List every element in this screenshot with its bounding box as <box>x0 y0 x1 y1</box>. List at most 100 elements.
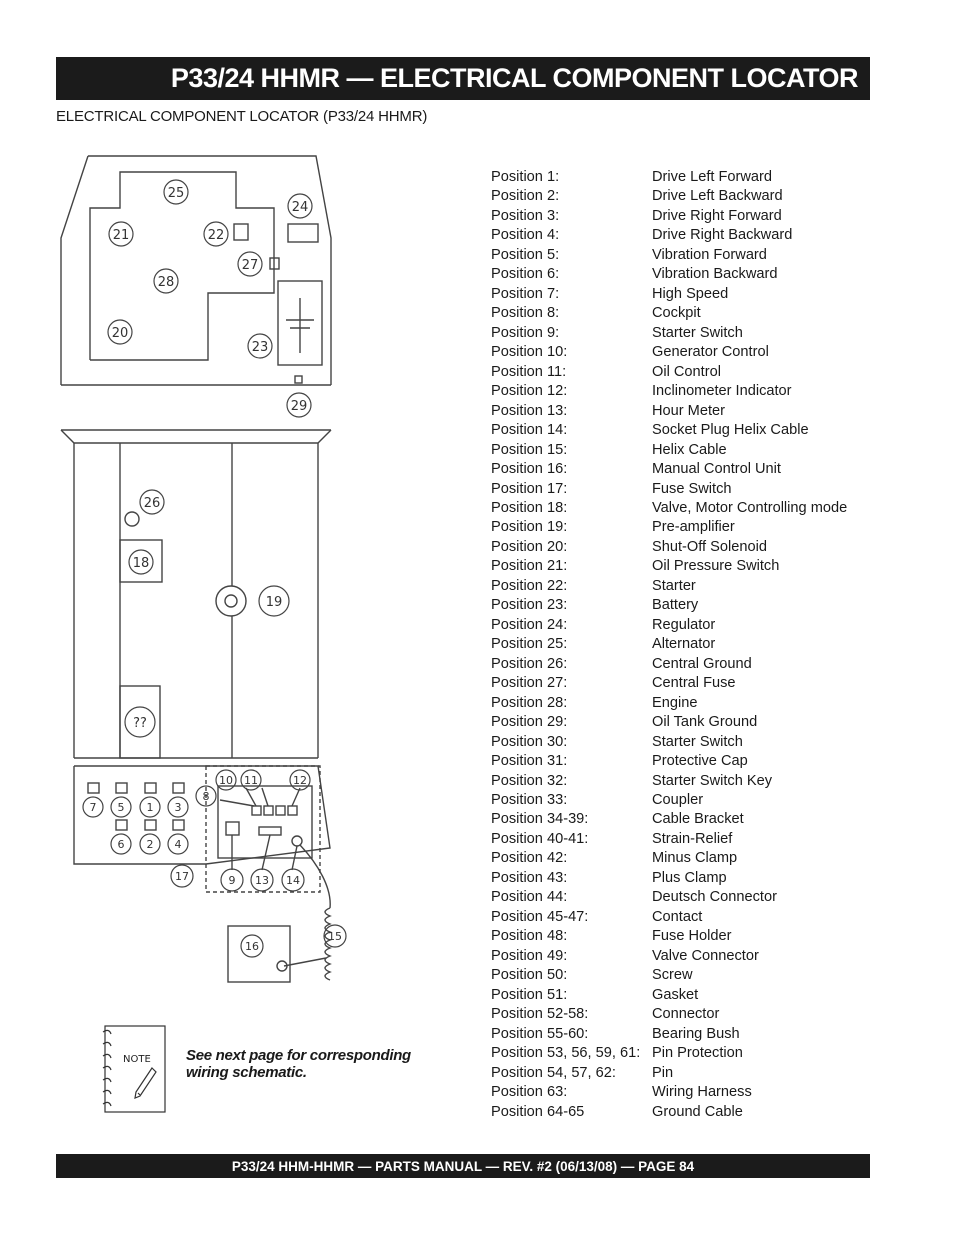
position-label: Position 31: <box>491 753 568 770</box>
label-29: 29 <box>286 392 312 418</box>
position-label: Position 6: <box>491 266 560 283</box>
label-19: 19 <box>258 585 290 617</box>
position-description: Vibration Forward <box>652 246 767 263</box>
label-17: 17 <box>170 864 194 888</box>
position-label: Position 54, 57, 62: <box>491 1064 616 1081</box>
position-label: Position 55-60: <box>491 1025 589 1042</box>
position-label: Position 25: <box>491 636 568 653</box>
position-row: Position 11:Oil Control <box>491 363 861 382</box>
label-15: 15 <box>323 924 347 948</box>
position-label: Position 15: <box>491 441 568 458</box>
svg-text:29: 29 <box>291 399 308 414</box>
label-23: 23 <box>247 333 273 359</box>
position-label: Position 40-41: <box>491 830 589 847</box>
position-description: Starter Switch Key <box>652 772 773 789</box>
position-description: Starter <box>652 577 696 594</box>
position-list: Position 1:Drive Left Forward Position 2… <box>491 168 861 1122</box>
label-26: 26 <box>139 489 165 515</box>
section-subtitle: ELECTRICAL COMPONENT LOCATOR (P33/24 HHM… <box>56 108 428 125</box>
label-28: 28 <box>153 268 179 294</box>
position-label: Position 50: <box>491 967 568 984</box>
position-description: Valve, Motor Controlling mode <box>652 499 848 516</box>
position-label: Position 29: <box>491 714 568 731</box>
position-description: Cockpit <box>652 305 701 322</box>
position-row: Position 26:Central Ground <box>491 655 861 674</box>
notebook-spiral <box>102 1029 112 1107</box>
position-row: Position 40-41: Strain-Relief <box>491 830 861 849</box>
position-description: Manual Control Unit <box>652 461 781 478</box>
svg-text:26: 26 <box>144 496 161 511</box>
position-row: Position 1:Drive Left Forward <box>491 168 861 187</box>
position-description: Valve Connector <box>652 947 759 964</box>
position-description: Pre-amplifier <box>652 519 735 536</box>
label-14: 14 <box>281 868 305 892</box>
position-row: Position 55-60:Bearing Bush <box>491 1025 861 1044</box>
svg-text:23: 23 <box>252 340 269 355</box>
position-label: Position 64-65 <box>491 1103 585 1120</box>
svg-text:3: 3 <box>175 801 182 814</box>
position-description: Strain-Relief <box>652 830 733 847</box>
position-description: Pin Protection <box>652 1045 743 1062</box>
position-row: Position 21:Oil Pressure Switch <box>491 557 861 576</box>
position-label: Position 7: <box>491 285 560 302</box>
position-label: Position 2: <box>491 188 560 205</box>
svg-text:1: 1 <box>147 801 154 814</box>
position-row: Position 10:Generator Control <box>491 343 861 362</box>
position-description: Coupler <box>652 792 704 808</box>
position-description: Alternator <box>652 636 716 653</box>
svg-text:22: 22 <box>208 228 225 243</box>
position-description: Contact <box>652 908 703 925</box>
position-labels: 25 24 21 22 27 28 20 23 29 26 18 19 ?? 1… <box>82 179 347 958</box>
position-label: Position 48: <box>491 928 568 945</box>
position-row: Position 14:Socket Plug Helix Cable <box>491 421 861 440</box>
position-label: Position 19: <box>491 519 568 536</box>
label-6: 6 <box>110 833 132 855</box>
position-description: Drive Right Forward <box>652 207 782 224</box>
svg-text:20: 20 <box>112 326 129 341</box>
label-unknown: ?? <box>124 706 156 738</box>
position-label: Position 34-39: <box>491 811 589 828</box>
position-label: Position 49: <box>491 947 568 964</box>
svg-text:19: 19 <box>266 595 283 610</box>
position-label: Position 11: <box>491 363 567 380</box>
position-row: Position 50:Screw <box>491 966 861 985</box>
position-description: High Speed <box>652 285 729 302</box>
svg-text:24: 24 <box>292 200 309 215</box>
position-label: Position 14: <box>491 422 568 439</box>
svg-text:25: 25 <box>168 186 185 201</box>
svg-text:4: 4 <box>175 838 182 851</box>
position-label: Position 18: <box>491 499 568 516</box>
svg-text:18: 18 <box>133 556 150 571</box>
position-description: Drive Right Backward <box>652 227 793 244</box>
position-label: Position 53, 56, 59, 61: <box>491 1045 641 1062</box>
position-row: Position 3:Drive Right Forward <box>491 207 861 226</box>
label-9: 9 <box>220 868 244 892</box>
svg-text:5: 5 <box>118 801 125 814</box>
note-icon-label: NOTE <box>123 1054 151 1065</box>
position-label: Position 4: <box>491 227 560 244</box>
position-description: Protective Cap <box>652 753 748 770</box>
svg-text:12: 12 <box>293 774 307 787</box>
position-label: Position 16: <box>491 461 568 478</box>
position-row: Position 4: Drive Right Backward <box>491 226 861 245</box>
position-description: Wiring Harness <box>652 1084 752 1101</box>
position-label: Position 5: <box>491 246 560 263</box>
position-label: Position 24: <box>491 616 568 633</box>
page-title-bar: P33/24 HHMR — ELECTRICAL COMPONENT LOCAT… <box>56 57 870 100</box>
position-row: Position 13:Hour Meter <box>491 402 861 421</box>
position-description: Minus Clamp <box>652 850 738 867</box>
svg-text:??: ?? <box>133 716 147 731</box>
position-row: Position 43:Plus Clamp <box>491 869 861 888</box>
position-row: Position 12:Inclinometer Indicator <box>491 382 861 401</box>
svg-text:17: 17 <box>175 870 189 883</box>
position-row: Position 6:Vibration Backward <box>491 265 861 284</box>
position-label: Position 12: <box>491 383 568 400</box>
svg-text:6: 6 <box>118 838 125 851</box>
svg-text:28: 28 <box>158 275 175 290</box>
position-label: Position 52-58: <box>491 1006 589 1023</box>
position-row: Position 42:Minus Clamp <box>491 849 861 868</box>
position-description: Cable Bracket <box>652 811 744 828</box>
position-label: Position 21: <box>491 558 568 575</box>
position-label: Position 44: <box>491 889 568 906</box>
